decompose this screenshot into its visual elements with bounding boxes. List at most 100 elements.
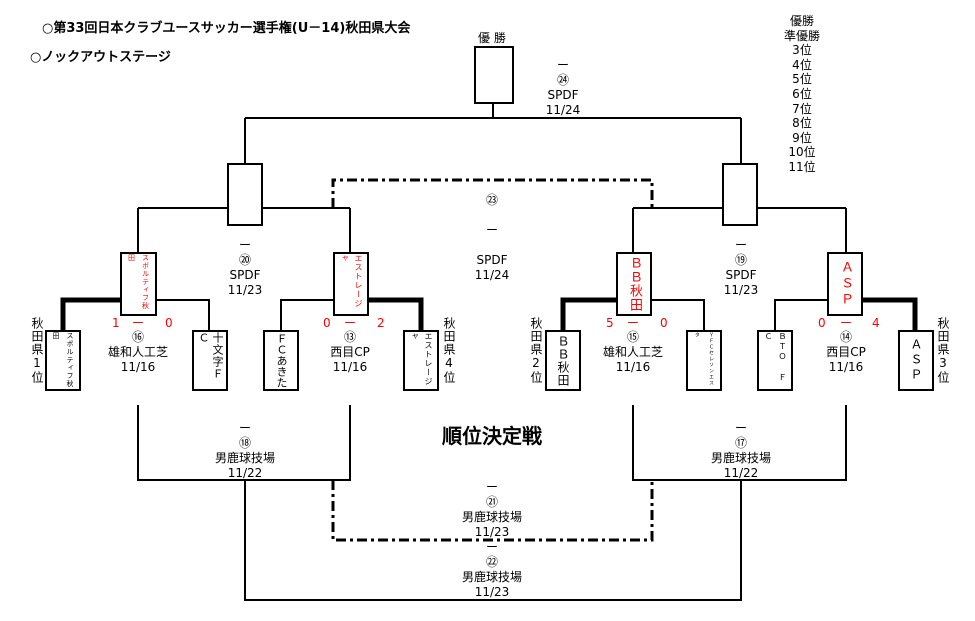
semifinal-left-box [227, 163, 263, 226]
match-venue: 雄和人工芝 [107, 345, 169, 359]
match-16-info: ⑯ 雄和人工芝 11/16 [108, 330, 168, 375]
team-box: ＢＢ秋田 [545, 330, 581, 391]
score-left: 0 [323, 316, 331, 330]
m14-right-win [861, 297, 918, 331]
match-date: 11/16 [120, 360, 156, 374]
match-21-info: ー ㉑ 男鹿球技場 11/23 [462, 480, 522, 540]
match-date: 11/16 [828, 360, 864, 374]
team-name: ＡＳＰ [838, 260, 853, 308]
team-name: ＦＣあきた [275, 333, 288, 388]
match-date: 11/23 [474, 525, 510, 539]
page-title: ○第33回日本クラブユースサッカー選手権(U－14)秋田県大会 [42, 21, 411, 36]
rankings-list: 優勝 準優勝 3位 4位 5位 6位 7位 8位 9位 10位 11位 [784, 14, 820, 175]
match-date: 11/22 [723, 466, 759, 480]
team-box: 十文字ＦＣ [192, 330, 228, 391]
match-number: ㉒ [485, 555, 499, 569]
seed-label: 秋田県3位 [936, 317, 950, 384]
team-name: ＡＳＰ [909, 338, 923, 383]
winner-box-m15: ＢＢ秋田 [616, 252, 652, 316]
match-venue: SPDF [547, 88, 579, 102]
match-number: ⑮ [626, 330, 640, 344]
team-name: 十文字ＦＣ [197, 332, 224, 380]
match-dash: ー [485, 480, 499, 494]
match-23-number: ㉓ [485, 193, 499, 207]
score-dash: ー [626, 316, 640, 330]
rank-item: 優勝 [789, 14, 815, 28]
match-venue: 西目CP [826, 345, 866, 359]
score-left: 0 [818, 316, 826, 330]
team-name: ＢＴＯ ＦＣ [764, 332, 787, 383]
match-number: ⑱ [238, 436, 252, 450]
match-date: 11/23 [227, 283, 263, 297]
match-venue: 男鹿球技場 [214, 451, 276, 465]
score-dash: ー [343, 316, 357, 330]
team-name: エストレージャ [340, 254, 363, 308]
page-subtitle: ○ノックアウトステージ [30, 50, 171, 65]
team-name: ＢＢ秋田 [556, 334, 570, 387]
rank-item: 5位 [792, 72, 812, 87]
match-dash: ー [556, 58, 569, 72]
team-box: スポルティフ秋田 [45, 330, 81, 391]
match-venue: 男鹿球技場 [461, 570, 523, 584]
score-dash: ー [839, 316, 853, 330]
m15-right [650, 299, 705, 331]
match-number: ⑰ [734, 436, 748, 450]
team-box: ＹＦＣセレソンエスタ [686, 330, 722, 391]
third-place-dashed-top [331, 178, 654, 208]
team-name: スポルティフ秋田 [127, 254, 150, 310]
match-24-info: ー ㉔ SPDF 11/24 [546, 58, 581, 118]
match-venue: 男鹿球技場 [710, 451, 772, 465]
team-box: エストレージャ [403, 330, 439, 391]
score-right: 0 [660, 316, 668, 330]
match-venue: 西目CP [330, 345, 370, 359]
match-number: ⑭ [839, 330, 852, 344]
match-date: 11/16 [332, 360, 368, 374]
m17-lines [632, 405, 847, 481]
match-venue: SPDF [725, 268, 757, 282]
m13-right-win [367, 297, 424, 331]
score-right: 2 [377, 316, 385, 330]
rank-item: 準優勝 [783, 28, 821, 43]
match-23-dash: ー [485, 223, 499, 237]
rank-item: 8位 [792, 116, 812, 131]
match-dash: ー [238, 238, 251, 252]
winner-box-m16: スポルティフ秋田 [120, 252, 157, 316]
team-box: ＦＣあきた [263, 330, 299, 391]
match-venue: 男鹿球技場 [461, 510, 523, 524]
champion-box [474, 46, 514, 104]
winner-box-m13: エストレージャ [333, 252, 369, 316]
match-dash: ー [238, 421, 252, 435]
m22-lines [244, 480, 742, 601]
m13-left [280, 299, 334, 331]
match-dash: ー [485, 540, 499, 554]
m15-left-win [560, 297, 617, 331]
match-date: 11/23 [474, 585, 510, 599]
fifth-place-dashed-bottom [331, 480, 654, 542]
rank-item: 10位 [788, 145, 816, 160]
score-left: 5 [606, 316, 614, 330]
match-22-info: ー ㉒ 男鹿球技場 11/23 [462, 540, 522, 600]
match-17-info: ー ⑰ 男鹿球技場 11/22 [711, 421, 771, 481]
score-left: 1 [112, 316, 120, 330]
winner-box-m14: ＡＳＰ [827, 252, 863, 316]
m16-right [156, 299, 210, 331]
rank-item: 9位 [792, 130, 812, 145]
match-15-info: ⑮ 雄和人工芝 11/16 [603, 330, 663, 375]
seed-label: 秋田県2位 [529, 317, 543, 384]
placement-heading: 順位決定戦 [442, 424, 542, 448]
rank-item: 6位 [792, 86, 812, 101]
match-13-info: ⑬ 西目CP 11/16 [330, 330, 370, 375]
match-number: ㉑ [485, 495, 499, 509]
champion-label: 優 勝 [478, 31, 506, 45]
match-23-date: 11/24 [474, 268, 510, 282]
match-23-venue: SPDF [476, 253, 508, 267]
match-venue: SPDF [229, 268, 261, 282]
match-dash: ー [734, 421, 748, 435]
team-box: ＡＳＰ [898, 330, 934, 391]
match-14-info: ⑭ 西目CP 11/16 [826, 330, 866, 375]
team-name: ＹＦＣセレソンエスタ [694, 332, 714, 386]
team-name: ＢＢ秋田 [627, 256, 642, 312]
match-number: ⑯ [131, 330, 145, 344]
